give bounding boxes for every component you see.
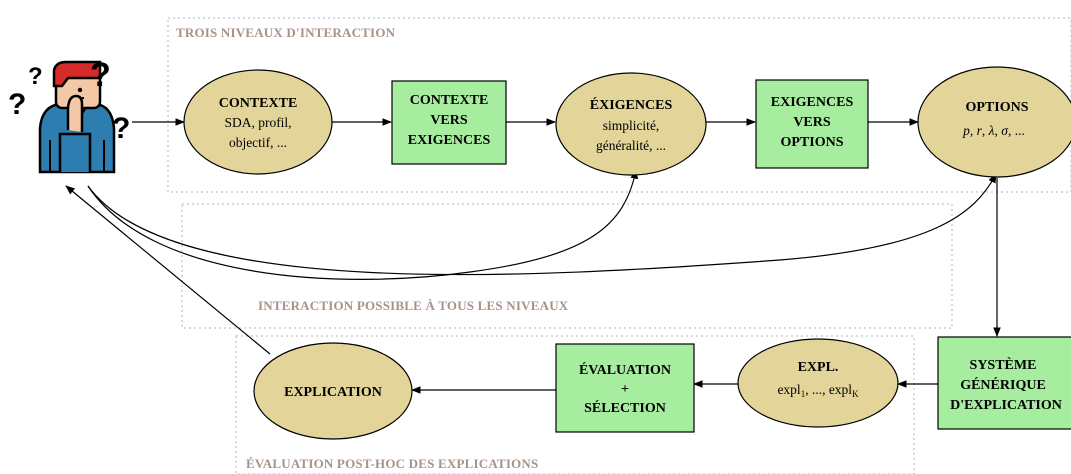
question-mark-1: ? (8, 88, 26, 121)
node-expl-last-sub: K (852, 389, 859, 399)
node-systeme-line2: GÉNÉRIQUE (960, 376, 1046, 393)
question-mark-3: ? (90, 56, 111, 94)
node-contexte-exigences-line3: EXIGENCES (408, 133, 491, 148)
node-exigences-line1: simplicité, (603, 118, 660, 133)
node-options-params: p, r, λ, σ, ... (962, 123, 1025, 138)
node-expl (737, 338, 899, 428)
node-expl-first-sub: 1 (801, 389, 806, 399)
node-options-sigma: σ (1001, 123, 1009, 138)
node-contexte-exigences (391, 80, 507, 165)
node-exigences-options-line1: EXIGENCES (771, 95, 854, 110)
region-posthoc-label: ÉVALUATION POST-HOC DES EXPLICATIONS (246, 456, 538, 471)
node-systeme (937, 336, 1071, 430)
node-exigences-title: ÉXIGENCES (590, 96, 673, 113)
arrow-explication-to-user (65, 185, 271, 355)
node-contexte (183, 69, 333, 175)
node-options-title: OPTIONS (965, 100, 1028, 115)
node-systeme-line3: D'EXPLICATION (950, 398, 1062, 413)
node-expl-line: expl1, ..., explK (777, 382, 859, 399)
arrow-user-to-exigences (87, 169, 639, 280)
node-exigences (555, 72, 707, 176)
node-evaluation (555, 343, 695, 433)
node-evaluation-line1: ÉVALUATION (579, 361, 671, 378)
region-interaction-label: INTERACTION POSSIBLE À TOUS LES NIVEAUX (258, 298, 569, 313)
node-exigences-options-line3: OPTIONS (780, 135, 843, 150)
node-options-sep2: , (982, 123, 989, 138)
node-options (917, 66, 1071, 178)
node-contexte-exigences-line1: CONTEXTE (410, 93, 489, 108)
node-expl-title: EXPL. (798, 360, 839, 375)
node-systeme-line1: SYSTÈME (970, 356, 1037, 373)
node-evaluation-line2: + (621, 382, 629, 397)
node-expl-last: expl (829, 382, 852, 397)
confused-user-icon (38, 60, 116, 174)
node-options-r: r (977, 123, 983, 138)
node-exigences-options (755, 79, 869, 169)
node-options-sep3: , (995, 123, 1002, 138)
arrow-user-to-options (87, 173, 997, 276)
region-interaction (181, 203, 953, 329)
node-contexte-line1: SDA, profil, (224, 115, 291, 130)
node-options-lambda: λ (988, 123, 995, 138)
node-options-ellipsis: , ... (1008, 123, 1025, 138)
node-options-sep1: , (970, 123, 977, 138)
node-exigences-options-line2: VERS (793, 115, 831, 130)
region-levels (167, 17, 1071, 193)
node-contexte-title: CONTEXTE (219, 96, 298, 111)
question-mark-4: ? (112, 112, 130, 145)
node-expl-mid: , ..., (805, 382, 829, 397)
node-contexte-line2: objectif, ... (229, 135, 287, 150)
node-contexte-exigences-line2: VERS (430, 113, 468, 128)
question-mark-2: ? (28, 63, 43, 90)
node-options-p: p (962, 123, 970, 138)
region-posthoc (235, 335, 915, 474)
node-evaluation-line3: SÉLECTION (584, 399, 666, 416)
region-levels-label: TROIS NIVEAUX D'INTERACTION (176, 25, 396, 40)
node-expl-first: expl (777, 382, 800, 397)
node-explication-title: EXPLICATION (284, 385, 382, 400)
node-exigences-line2: généralité, ... (596, 138, 666, 153)
node-explication (253, 342, 413, 440)
